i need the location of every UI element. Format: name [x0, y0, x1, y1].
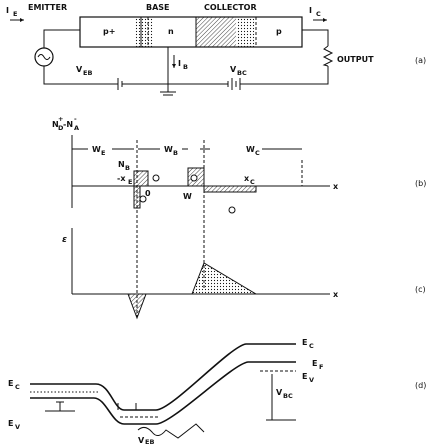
veb-band-label: V	[138, 436, 145, 445]
ef-sub: F	[319, 363, 323, 371]
conduction-band	[30, 343, 296, 411]
emitter-depletion-edge-sub: E	[128, 178, 132, 186]
load-resistor	[322, 45, 334, 67]
emitter-base-depletion	[135, 17, 153, 47]
panel-b-label: (b)	[415, 179, 426, 188]
minus-charge-icon	[139, 195, 147, 203]
collector-width-label: W	[246, 145, 255, 154]
field-x-axis-label: x	[333, 290, 339, 299]
collector-depletion-tail	[236, 17, 256, 47]
panel-d-band-diagram: E C E F E V V BC E C E V V EB (d)	[8, 338, 426, 445]
panel-b-doping-profile: N D + -N A - W E W B W C N B x -x	[52, 115, 426, 320]
panel-c-electric-field: ε x (c)	[62, 228, 426, 320]
collector-width-sub: C	[255, 149, 260, 157]
base-doping-label: N	[118, 160, 125, 169]
vbc-wire-right	[240, 66, 329, 85]
doping-axis-label: N	[52, 120, 59, 129]
emitter-current-label: I	[6, 6, 9, 15]
valence-band	[30, 361, 296, 425]
emitter-doping-label: p+	[103, 27, 115, 36]
vbc-band-sub: BC	[283, 392, 293, 400]
ec-right-label: E	[302, 338, 307, 347]
veb-label: V	[76, 65, 83, 74]
emitter-region-label: EMITTER	[28, 3, 67, 12]
collector-depletion-edge-label: x	[244, 174, 250, 183]
eb-field-spike	[127, 293, 147, 320]
ec-left-sub: C	[15, 383, 20, 391]
base-current-sub: B	[183, 63, 188, 71]
collector-current-sub: C	[316, 10, 321, 18]
plus-charge-icon	[152, 174, 160, 182]
ev-right-label: E	[302, 372, 307, 381]
collector-current-arrowhead	[323, 18, 327, 22]
ec-left-label: E	[8, 379, 13, 388]
emitter-wire-top	[43, 29, 80, 48]
ef-label: E	[312, 359, 317, 368]
base-ionized-donors	[133, 170, 149, 187]
minus-charge-icon	[228, 206, 236, 214]
vbc-sub: BC	[237, 69, 247, 77]
base-current-label: I	[178, 59, 181, 68]
veb-band-sub: EB	[145, 438, 154, 445]
panel-d-label: (d)	[415, 381, 426, 390]
plus-charge-icon	[190, 174, 198, 182]
field-axis-label: ε	[62, 235, 67, 245]
neutral-base-width-label: W	[183, 192, 192, 201]
panel-a-label: (a)	[415, 56, 426, 65]
collector-depletion-edge-sub: C	[250, 178, 255, 186]
collector-ionized-acceptors	[203, 185, 257, 193]
emitter-wire-bottom	[43, 66, 118, 85]
origin-label: 0	[145, 189, 151, 198]
transistor-bar	[79, 16, 303, 48]
doping-axis-sup-minus: -	[74, 115, 77, 123]
ac-sine-icon	[37, 54, 51, 60]
base-width-sub: B	[173, 149, 178, 157]
collector-region-label: COLLECTOR	[204, 3, 257, 12]
base-current-arrowhead	[172, 64, 176, 68]
base-doping-sub: B	[125, 164, 130, 172]
collector-current-label: I	[309, 6, 312, 15]
panel-a-circuit: I E EMITTER BASE COLLECTOR I C p+ n p	[6, 3, 426, 96]
base-doping-label: n	[168, 27, 174, 36]
emitter-current-arrowhead	[20, 18, 24, 22]
emitter-depletion-edge-label: -x	[117, 174, 126, 183]
vbc-band-label: V	[276, 388, 283, 397]
ev-left-label: E	[8, 419, 13, 428]
emitter-width-label: W	[92, 145, 101, 154]
ev-right-sub: V	[309, 376, 314, 384]
collector-wire	[302, 29, 329, 46]
panel-c-label: (c)	[415, 285, 426, 294]
doping-x-axis-label: x	[333, 182, 339, 191]
ec-right-sub: C	[309, 342, 314, 350]
emitter-current-sub: E	[13, 10, 17, 18]
veb-wavy-tail	[137, 423, 205, 439]
doping-axis-sub-d: D	[58, 124, 64, 132]
collector-doping-label: p	[276, 27, 282, 36]
bc-field-triangle	[191, 262, 258, 295]
base-width-label: W	[164, 145, 173, 154]
veb-sub: EB	[83, 69, 92, 77]
output-label: OUTPUT	[337, 55, 374, 64]
vbc-label: V	[230, 65, 237, 74]
doping-axis-sub-a: A	[74, 124, 79, 132]
base-collector-depletion	[196, 17, 236, 47]
ev-left-sub: V	[15, 423, 20, 431]
doping-axis-label-minus: -N	[63, 120, 73, 129]
base-region-label: BASE	[146, 3, 170, 12]
doping-axis-sup-plus: +	[58, 115, 63, 123]
emitter-width-sub: E	[101, 149, 105, 157]
